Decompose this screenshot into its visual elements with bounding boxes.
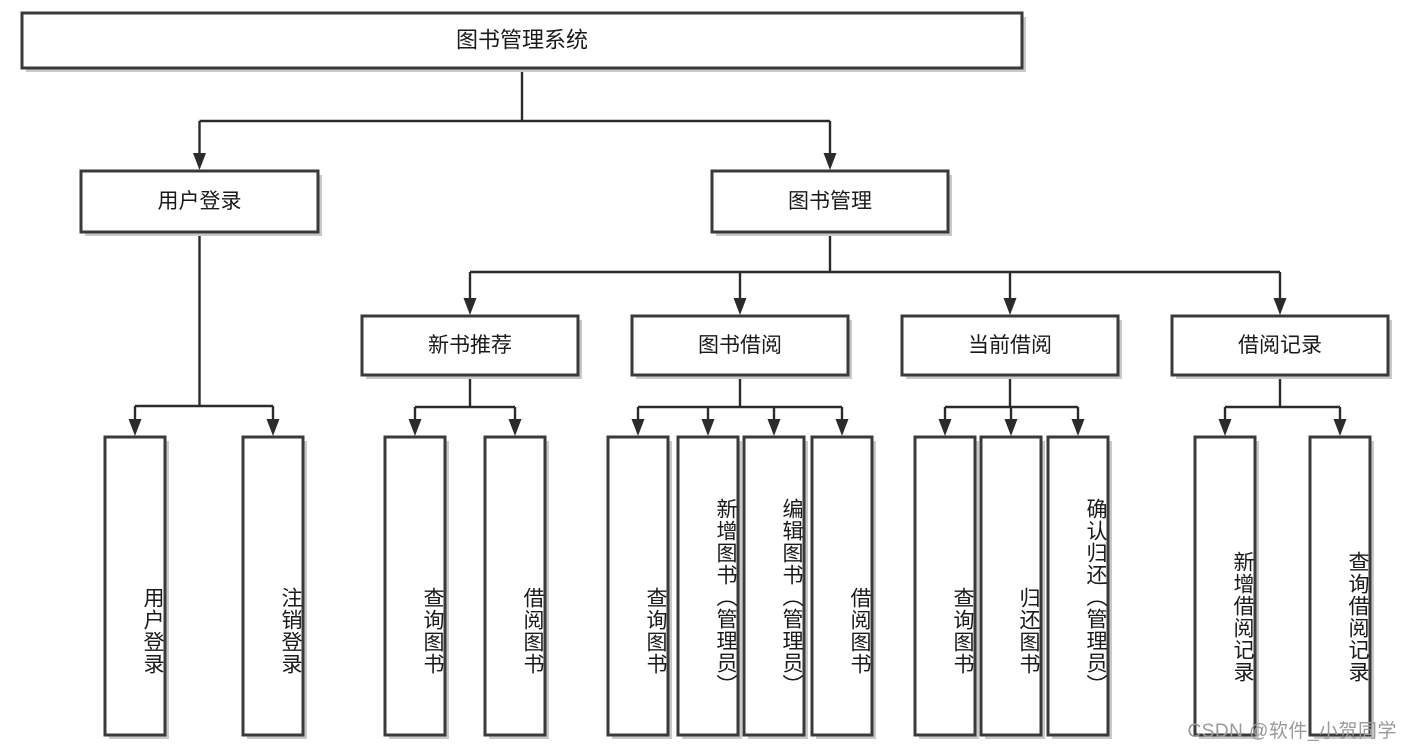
label-current-borrow: 当前借阅 <box>968 334 1052 357</box>
arrowhead-leaf-return-book <box>1004 419 1018 436</box>
arrowhead-leaf-user-login <box>128 419 142 436</box>
arrowhead-leaf-query-book-2 <box>631 419 645 436</box>
arrowhead-book-manage <box>823 153 837 170</box>
arrowhead-leaf-borrow-book-2 <box>835 419 849 436</box>
node-leaf-query-book-3[interactable] <box>913 435 977 737</box>
node-leaf-edit-book[interactable] <box>742 435 806 737</box>
label-book-manage: 图书管理 <box>788 190 872 213</box>
arrowhead-user-login <box>193 153 206 170</box>
node-leaf-logout[interactable] <box>241 435 305 737</box>
boxes-layer <box>20 11 1392 739</box>
arrowhead-leaf-query-record <box>1333 419 1347 436</box>
arrowhead-leaf-add-record <box>1218 419 1232 436</box>
node-borrow-record[interactable] <box>1170 314 1390 377</box>
arrowhead-leaf-edit-book <box>767 419 781 436</box>
arrowhead-leaf-logout <box>266 419 280 436</box>
node-leaf-query-book-1[interactable] <box>383 435 447 737</box>
node-leaf-query-record[interactable] <box>1308 435 1372 737</box>
edges-layer <box>128 68 1347 436</box>
node-book-borrow[interactable] <box>630 314 850 377</box>
arrowhead-leaf-confirm-return <box>1071 419 1085 436</box>
arrowhead-book-borrow <box>733 298 747 315</box>
watermark-text: CSDN @软件_小贺同学 <box>1187 721 1397 742</box>
node-leaf-user-login[interactable] <box>103 435 167 737</box>
arrowhead-leaf-borrow-book-1 <box>508 419 522 436</box>
node-root[interactable] <box>20 11 1024 70</box>
label-root: 图书管理系统 <box>456 27 588 52</box>
label-user-login: 用户登录 <box>158 190 242 213</box>
node-leaf-borrow-book-1[interactable] <box>483 435 547 737</box>
label-book-borrow: 图书借阅 <box>698 334 782 357</box>
arrowhead-leaf-query-book-3 <box>938 419 952 436</box>
node-leaf-query-book-2[interactable] <box>606 435 670 737</box>
arrowhead-leaf-query-book-1 <box>408 419 422 436</box>
arrowhead-new-book-rec <box>463 298 477 315</box>
node-leaf-add-record[interactable] <box>1193 435 1257 737</box>
arrowhead-leaf-add-book <box>701 419 715 436</box>
node-new-book-rec[interactable] <box>360 314 580 377</box>
node-book-manage[interactable] <box>710 169 950 234</box>
arrowhead-current-borrow <box>1003 298 1017 315</box>
label-new-book-rec: 新书推荐 <box>428 334 512 357</box>
node-user-login[interactable] <box>79 169 320 234</box>
label-borrow-record: 借阅记录 <box>1238 334 1322 357</box>
arrowhead-borrow-record <box>1273 298 1287 315</box>
node-current-borrow[interactable] <box>900 314 1120 377</box>
node-leaf-return-book[interactable] <box>979 435 1043 737</box>
node-leaf-add-book[interactable] <box>676 435 740 737</box>
node-leaf-borrow-book-2[interactable] <box>810 435 874 737</box>
node-leaf-confirm-return[interactable] <box>1046 435 1110 737</box>
